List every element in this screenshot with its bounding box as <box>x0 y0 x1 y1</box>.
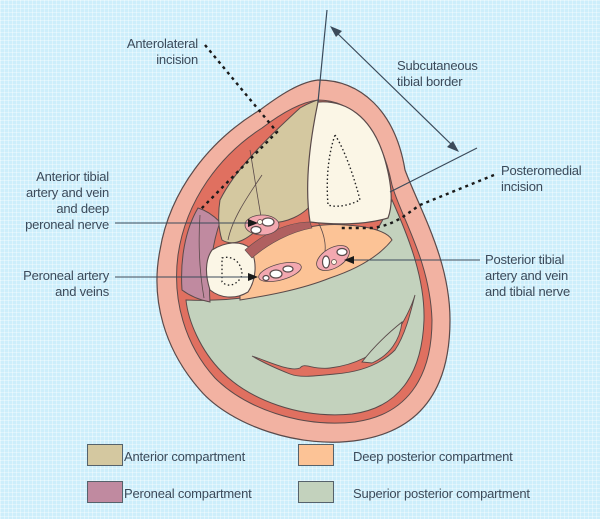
anterior-tibial-arrowhead <box>248 219 258 227</box>
legend-label-anterior: Anterior compartment <box>124 449 245 464</box>
peroneal-septum <box>198 214 205 299</box>
label-posteromedial-incision: Posteromedial incision <box>501 163 582 194</box>
legend-label-superior-posterior: Superior posterior compartment <box>353 486 530 501</box>
fibula-marrow <box>221 256 243 286</box>
legend-swatch-superior-posterior <box>298 481 334 503</box>
tibial-border-line-2 <box>389 147 478 193</box>
posteromedial-incision-line <box>340 173 495 230</box>
tibia-marrow <box>326 133 361 207</box>
posterior-tibial-bundle <box>316 245 350 271</box>
label-anterolateral-incision: Anterolateral incision <box>126 36 198 67</box>
arrowhead-down <box>447 141 459 152</box>
arrowhead-up <box>330 26 342 37</box>
posterior-tibial-arrowhead <box>344 256 354 264</box>
peroneal-arrowhead <box>248 273 258 281</box>
tibial-border-line-1 <box>317 9 328 103</box>
peroneal-compartment <box>181 207 221 303</box>
legend-swatch-anterior <box>87 444 123 466</box>
legend-swatch-peroneal <box>87 481 123 503</box>
label-subcutaneous-tibial-border: Subcutaneous tibial border <box>397 58 478 89</box>
peroneal-bundle <box>258 262 302 282</box>
legend-label-deep-posterior: Deep posterior compartment <box>353 449 513 464</box>
anterolateral-incision-line <box>199 44 279 211</box>
posterior-septum-loop <box>361 320 403 364</box>
label-posterior-tibial-vessels: Posterior tibial artery and vein and tib… <box>485 252 570 299</box>
anterior-septum-2 <box>227 174 263 241</box>
legend-label-peroneal: Peroneal compartment <box>124 486 252 501</box>
label-anterior-tibial-vessels: Anterior tibial artery and vein and deep… <box>25 169 109 232</box>
tibia-bone <box>307 101 392 225</box>
legend-swatch-deep-posterior <box>298 444 334 466</box>
label-peroneal-vessels: Peroneal artery and veins <box>23 268 109 299</box>
tibial-border-arrow <box>333 29 456 149</box>
anterior-tibial-bundle <box>244 214 280 236</box>
